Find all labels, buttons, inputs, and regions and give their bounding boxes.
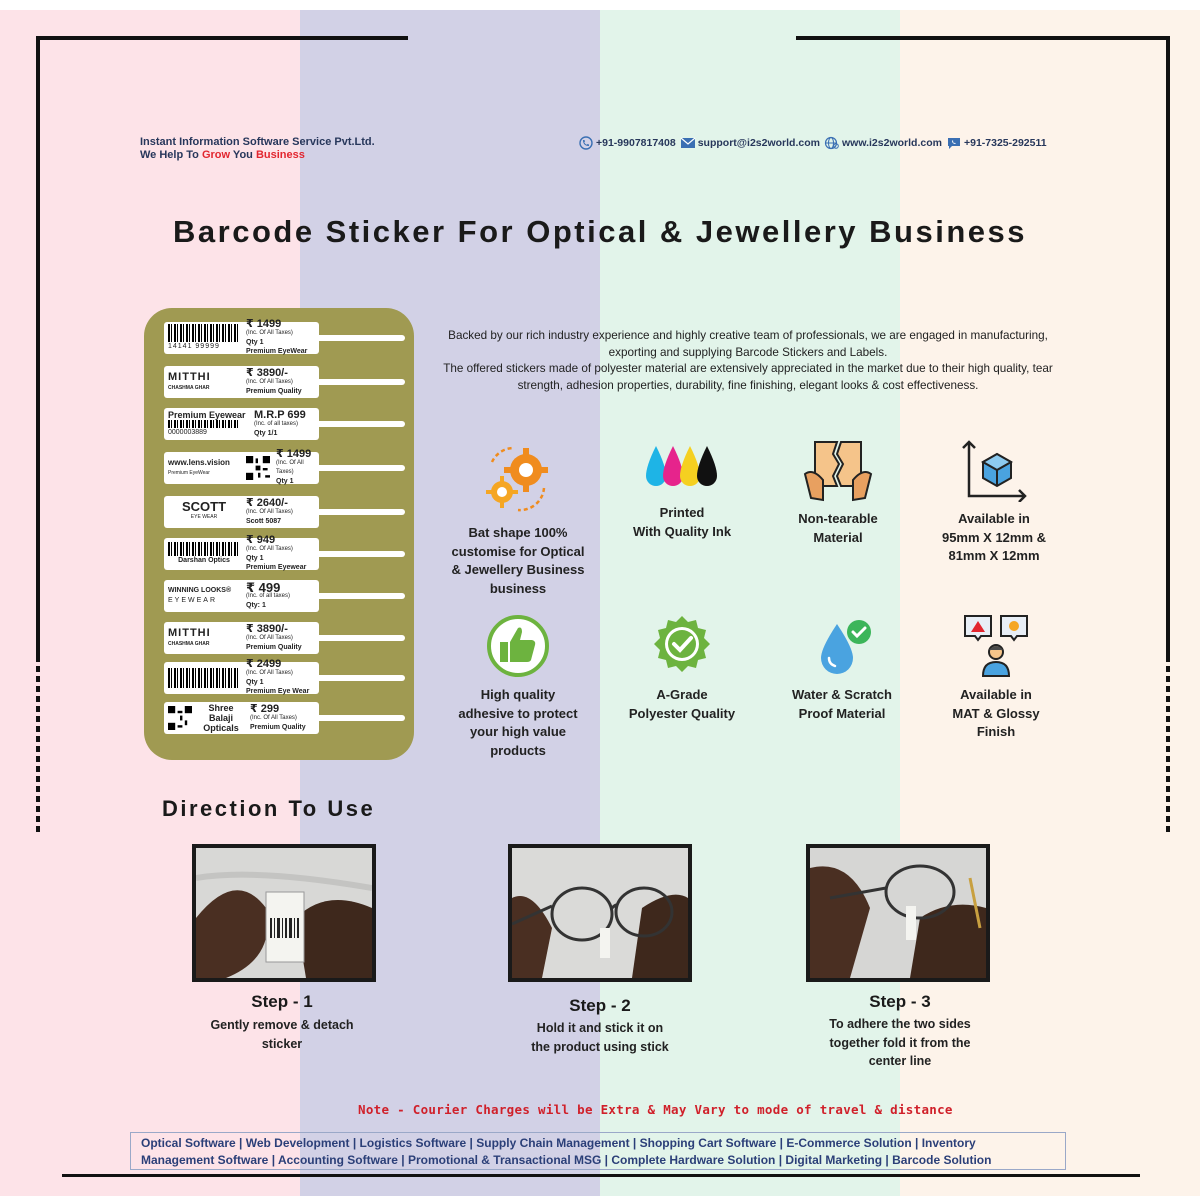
barcode-image: [168, 668, 240, 688]
step-3-photo: [806, 844, 990, 982]
courier-note: Note - Courier Charges will be Extra & M…: [358, 1102, 953, 1117]
step-2-title: Step - 2: [569, 996, 631, 1015]
sticker-sample: WINNING LOOKS® EYEWEAR ₹ 499 (Inc. of al…: [164, 580, 405, 612]
services-list: Optical Software | Web Development | Log…: [130, 1132, 1066, 1170]
step-1-photo: [192, 844, 376, 982]
step-1-title: Step - 1: [251, 992, 313, 1011]
step-2-photo: [508, 844, 692, 982]
sticker-sample: SCOTT EYE WEAR ₹ 2640/- (Inc. Of All Tax…: [164, 496, 405, 528]
sticker-sample: Shree Balaji Opticals ₹ 299 (Inc. Of All…: [164, 702, 405, 734]
feature-sizes: Available in 95mm X 12mm & 81mm X 12mm: [914, 440, 1074, 566]
band-mint: [600, 10, 900, 1196]
contact-phone[interactable]: +91-9907817408: [578, 136, 676, 150]
quality-badge-icon: [654, 616, 710, 672]
feature-adhesive: High quality adhesive to protect your hi…: [438, 614, 598, 760]
frame-line: [1166, 36, 1170, 656]
company-tagline: We Help To Grow You Business: [140, 149, 305, 161]
band-cream: [900, 10, 1200, 1196]
ink-drops-icon: [646, 446, 717, 486]
sticker-sample: Darshan Optics ₹ 949 (Inc. Of All Taxes)…: [164, 535, 405, 571]
step-3-desc: To adhere the two sides together fold it…: [829, 1017, 971, 1068]
phone-icon: [579, 136, 593, 150]
box-dimension-icon: [962, 440, 1027, 502]
feature-non-tearable: Non-tearable Material: [758, 440, 918, 547]
feature-finish: Available in MAT & Glossy Finish: [916, 614, 1076, 742]
barcode-image: [168, 542, 240, 556]
chat-phone-icon: [947, 138, 960, 149]
page-title: Barcode Sticker For Optical & Jewellery …: [173, 214, 1027, 249]
feature-water-proof: Water & Scratch Proof Material: [762, 614, 922, 723]
barcode-image: [168, 420, 238, 428]
company-name: Instant Information Software Service Pvt…: [140, 136, 375, 148]
contact-whatsapp[interactable]: +91-7325-292511: [946, 136, 1047, 150]
person-choice-icon: [964, 615, 1028, 677]
sticker-sample: 14141 99999 ₹ 1499 (Inc. Of All Taxes) Q…: [164, 319, 405, 355]
step-3-title: Step - 3: [869, 992, 931, 1011]
sticker-sample: MITTHI CHASHMA GHAR ₹ 3890/- (Inc. Of Al…: [164, 622, 405, 654]
intro-paragraph: Backed by our rich industry experience a…: [443, 329, 1053, 392]
feature-a-grade: A-Grade Polyester Quality: [602, 614, 762, 723]
frame-line: [796, 36, 1170, 40]
direction-title: Direction To Use: [162, 796, 376, 821]
company-block: Instant Information Software Service Pvt…: [140, 136, 375, 162]
thumbs-up-icon: [487, 615, 549, 677]
qr-code-image: [246, 456, 270, 480]
feature-bat-shape: Bat shape 100% customise for Optical & J…: [438, 440, 598, 598]
frame-dashed-line: [1166, 656, 1170, 832]
step-2-desc: Hold it and stick it on the product usin…: [531, 1021, 669, 1054]
mail-icon: [680, 137, 696, 148]
feature-quality-ink: Printed With Quality Ink: [602, 440, 762, 541]
tear-paper-icon: [803, 441, 873, 502]
frame-line: [36, 36, 40, 656]
sticker-sample: Premium Eyewear 0000003889 M.R.P 699 (In…: [164, 408, 405, 440]
qr-code-image: [168, 706, 192, 730]
globe-icon: [824, 136, 839, 150]
barcode-image: [168, 324, 240, 342]
water-drop-check-icon: [821, 620, 871, 674]
frame-dashed-line: [36, 656, 40, 832]
step-1-desc: Gently remove & detach sticker: [210, 1018, 354, 1051]
background-color-bands: [0, 10, 1200, 1196]
sticker-sample: MITTHI CHASHMA GHAR ₹ 3890/- (Inc. Of Al…: [164, 366, 405, 398]
frame-line: [62, 1174, 1140, 1177]
contact-bar: +91-9907817408 support@i2s2world.com www…: [578, 136, 1047, 150]
contact-email[interactable]: support@i2s2world.com: [680, 136, 820, 150]
frame-line: [36, 36, 408, 40]
sticker-sample: www.lens.vision Premium EyeWear ₹ 1499 (…: [164, 449, 405, 485]
gears-icon: [486, 446, 548, 512]
sticker-sample: ₹ 2499 (Inc. Of All Taxes) Qty 1 Premium…: [164, 659, 405, 695]
contact-website[interactable]: www.i2s2world.com: [824, 136, 942, 150]
